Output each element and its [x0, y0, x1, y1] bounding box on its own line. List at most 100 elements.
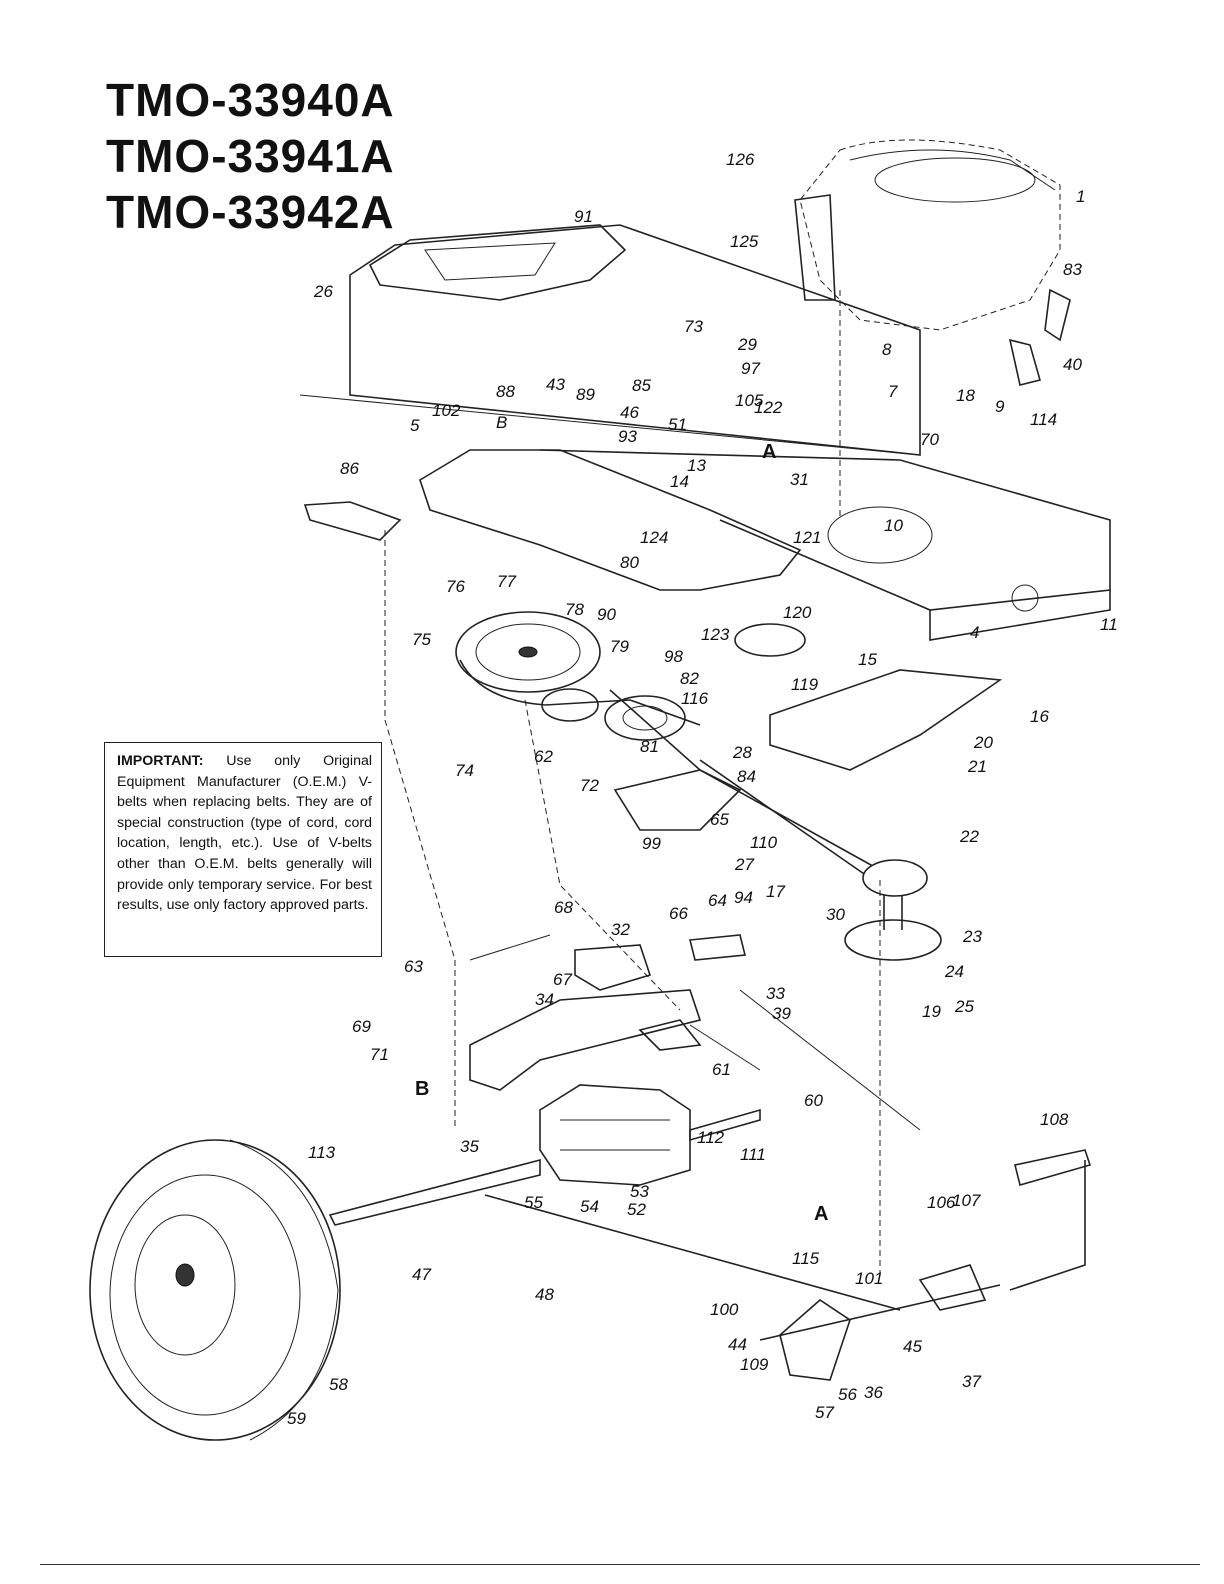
callout-label: 61: [712, 1060, 731, 1079]
model-number-list: TMO-33940A TMO-33941A TMO-33942A: [106, 72, 395, 240]
callout-label: 72: [580, 776, 599, 795]
callout-label: 14: [670, 472, 689, 491]
callout-label: 33: [766, 984, 785, 1003]
callout-label: 100: [710, 1300, 739, 1319]
callout-label: 69: [352, 1017, 371, 1036]
callout-label: 62: [534, 747, 553, 766]
page-bottom-rule: [40, 1564, 1200, 1565]
callout-label: 105: [735, 391, 764, 410]
callout-label: 52: [627, 1200, 646, 1219]
callout-label: 34: [535, 990, 554, 1009]
section-mark-a: A: [814, 1203, 828, 1225]
callout-label: 30: [826, 905, 845, 924]
callout-label: 89: [576, 385, 595, 404]
callout-label: 76: [446, 577, 465, 596]
callout-label: 40: [1063, 355, 1082, 374]
callout-label: 79: [610, 637, 629, 656]
callout-label: 83: [1063, 260, 1082, 279]
callout-label: 115: [792, 1249, 820, 1268]
callout-label: 93: [618, 427, 637, 446]
callout-label: 1: [1076, 187, 1085, 206]
callout-label: 45: [903, 1337, 922, 1356]
model-number: TMO-33941A: [106, 130, 395, 182]
callout-label: 22: [959, 827, 979, 846]
notice-body: Use only Original Equipment Manufacturer…: [117, 753, 372, 914]
callout-label: 18: [956, 386, 975, 405]
callout-label: 106: [927, 1193, 956, 1212]
frame-bracket-drawing: [469, 934, 921, 1131]
callout-label: 66: [669, 904, 688, 923]
callout-label: 116: [681, 689, 709, 708]
pedal-assembly-drawing: [759, 1149, 1092, 1381]
callout-label: 31: [790, 470, 809, 489]
callout-label: 46: [620, 403, 639, 422]
callout-label: 32: [611, 920, 630, 939]
callout-label: 80: [620, 553, 639, 572]
callout-label: 102: [432, 401, 461, 420]
callout-label: 48: [535, 1285, 554, 1304]
callout-label: 75: [412, 630, 431, 649]
callout-label: 91: [574, 207, 593, 226]
callout-label: 13: [687, 456, 706, 475]
callout-label: 29: [737, 335, 757, 354]
callout-label: 99: [642, 834, 661, 853]
callout-label: 20: [973, 733, 993, 752]
callout-label: 16: [1030, 707, 1049, 726]
callout-label: 73: [684, 317, 703, 336]
callout-label: 26: [313, 282, 333, 301]
callout-label: 15: [858, 650, 877, 669]
callout-label: 59: [287, 1409, 306, 1428]
callout-label: 56: [838, 1385, 857, 1404]
callout-label: 39: [772, 1004, 791, 1023]
callout-label: 97: [741, 359, 760, 378]
callout-label: 81: [640, 737, 659, 756]
callout-label: 71: [370, 1045, 389, 1064]
callout-label: 58: [329, 1375, 348, 1394]
callout-label: 19: [922, 1002, 941, 1021]
guide-lines: [384, 290, 881, 1280]
callout-label: 27: [734, 855, 754, 874]
callout-label: 125: [730, 232, 759, 251]
callout-label: 60: [804, 1091, 823, 1110]
callout-label: 65: [710, 810, 729, 829]
callout-label: 43: [546, 375, 565, 394]
callout-label: 37: [962, 1372, 981, 1391]
callout-label: 21: [967, 757, 987, 776]
callout-label: 74: [455, 761, 474, 780]
callout-label: 112: [697, 1128, 725, 1147]
callout-label: 10: [884, 516, 903, 535]
callout-label: 8: [882, 340, 892, 359]
section-mark-b: B: [415, 1078, 429, 1100]
callout-label: 124: [640, 528, 668, 547]
engine-drawing: [794, 139, 1071, 386]
callout-label: 44: [728, 1335, 747, 1354]
callout-label: 121: [793, 528, 821, 547]
callout-label: 28: [732, 743, 752, 762]
callout-label: B: [496, 413, 507, 432]
callout-label: 5: [410, 416, 420, 435]
model-number: TMO-33940A: [106, 74, 395, 126]
callout-label: 120: [783, 603, 812, 622]
callout-label: 53: [630, 1182, 649, 1201]
callout-label: 113: [308, 1143, 336, 1162]
callout-label: 17: [766, 882, 785, 901]
callout-label: 108: [1040, 1110, 1069, 1129]
callout-label: 23: [962, 927, 982, 946]
callout-label: 109: [740, 1355, 769, 1374]
callout-label: 126: [726, 150, 755, 169]
callout-label: 107: [952, 1191, 981, 1210]
callout-label: 24: [944, 962, 964, 981]
callout-label: 119: [791, 675, 819, 694]
callout-label: 4: [970, 623, 979, 642]
callout-label: 67: [553, 970, 572, 989]
callout-label: 36: [864, 1383, 883, 1402]
callout-label: 9: [995, 397, 1005, 416]
pulley-belt-drawing: [455, 611, 942, 961]
callout-label: 35: [460, 1137, 479, 1156]
callout-label: 55: [524, 1193, 543, 1212]
callout-label: 114: [1030, 410, 1057, 429]
callout-label: 51: [668, 415, 687, 434]
callout-labels: 126 1 91 125 83 40 114 9 7 18 8 26 43 88…: [287, 150, 1118, 1428]
callout-label: 122: [754, 398, 783, 417]
